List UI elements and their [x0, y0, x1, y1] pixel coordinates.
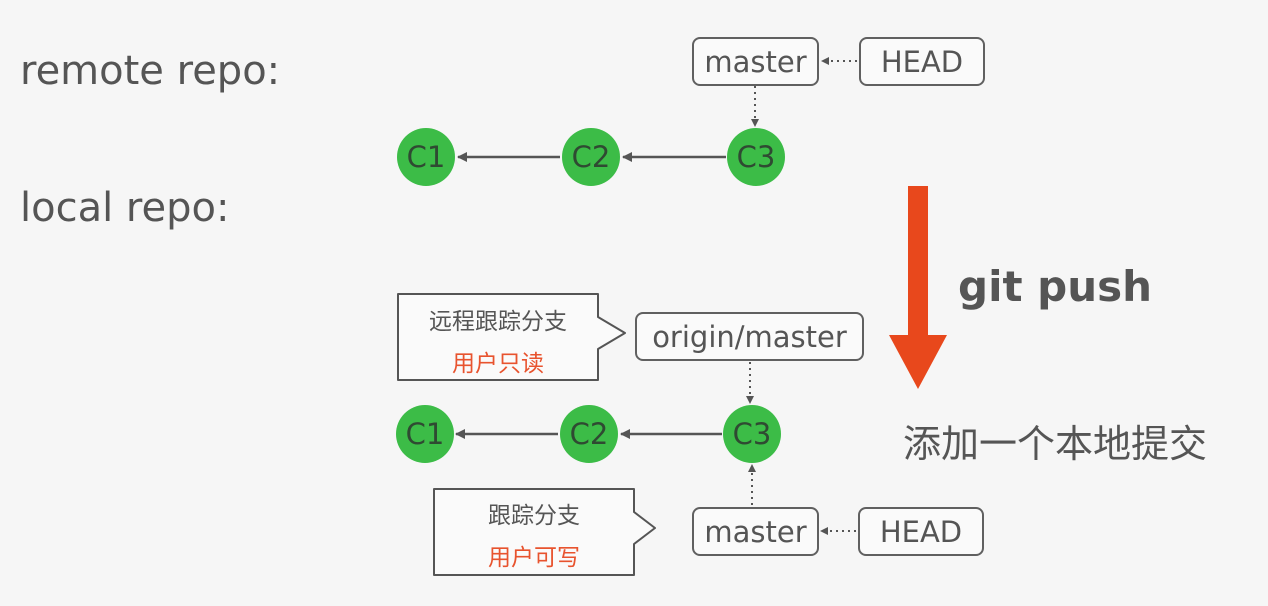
remote-master-branch[interactable]: master	[692, 37, 819, 86]
local-head-ref[interactable]: HEAD	[858, 507, 984, 556]
callout-remote-tracking-note: 用户只读	[452, 351, 544, 377]
push-arrow-head	[889, 335, 947, 389]
local-commit-c3[interactable]: C3	[723, 405, 781, 463]
local-commit-c2[interactable]: C2	[560, 405, 618, 463]
local-master-branch[interactable]: master	[692, 507, 819, 556]
remote-commit-c2[interactable]: C2	[562, 128, 620, 186]
callout-tracking-title: 跟踪分支	[488, 503, 580, 529]
local-repo-label: local repo:	[20, 185, 230, 231]
callout-tracking-note: 用户可写	[488, 545, 580, 571]
git-push-label: git push	[958, 262, 1153, 311]
remote-head-ref[interactable]: HEAD	[859, 37, 985, 86]
remote-commit-c3[interactable]: C3	[727, 128, 785, 186]
add-local-commit-label: 添加一个本地提交	[903, 422, 1208, 466]
push-arrow-shaft	[908, 186, 928, 338]
remote-repo-label: remote repo:	[20, 48, 281, 94]
local-origin-master-branch[interactable]: origin/master	[635, 312, 864, 361]
local-commit-c1[interactable]: C1	[396, 405, 454, 463]
callout-remote-tracking-title: 远程跟踪分支	[429, 309, 567, 335]
remote-commit-c1[interactable]: C1	[397, 128, 455, 186]
